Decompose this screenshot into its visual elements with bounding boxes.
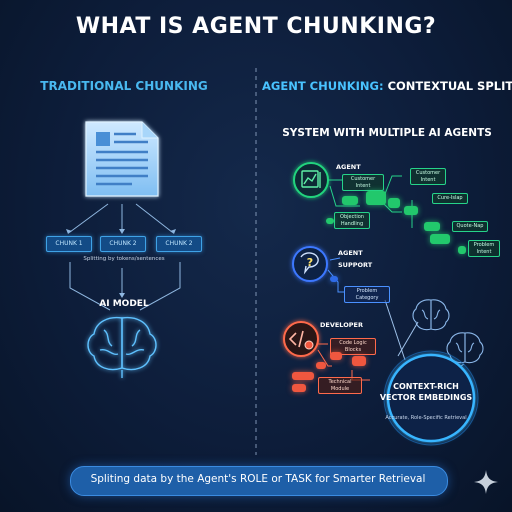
tag-side: Quote-Nap [452, 221, 488, 232]
chunk-box: CHUNK 1 [46, 236, 92, 252]
chunk-block [292, 372, 314, 380]
chart-icon [301, 170, 321, 188]
tag-objection-handling: Objection Handling [334, 212, 370, 229]
context-subtitle: Accurate, Role-Specific Retrieval [385, 415, 467, 421]
chunk-block [458, 246, 466, 254]
code-icon [288, 330, 304, 348]
agent-chunking-heading-part1: AGENT CHUNKING: [262, 79, 384, 93]
chunk-block [292, 384, 306, 392]
tag-code-logic-blocks: Code Logic Blocks [330, 338, 376, 355]
chunk-block [404, 206, 418, 215]
chunk-block [352, 356, 366, 366]
svg-text:?: ? [307, 256, 313, 269]
system-heading: SYSTEM WITH MULTIPLE AI AGENTS [282, 127, 492, 139]
agent-label: SUPPORT [338, 261, 373, 269]
chunk-box: CHUNK 2 [156, 236, 202, 252]
agent-chunking-heading: AGENT CHUNKING: CONTEXTUAL SPLITTING [262, 79, 512, 93]
context-circle [386, 353, 476, 443]
chunk-block [366, 191, 386, 205]
ai-model-label: AI MODEL [99, 299, 149, 309]
brain-icon [412, 299, 450, 331]
tag-problem-category: Problem Category [344, 286, 390, 303]
page-title: WHAT IS AGENT CHUNKING? [75, 14, 437, 39]
brain-icon [446, 332, 484, 364]
tag-technical-module: Technical Module [318, 377, 362, 394]
agent-label: AGENT [338, 249, 363, 257]
agent-label: DEVELOPER [320, 321, 363, 329]
context-title: CONTEXT-RICH VECTOR EMBEDINGS [379, 382, 473, 402]
tag-customer-intent: Customer Intent [342, 174, 384, 191]
traditional-chunking-heading: TRADITIONAL CHUNKING [40, 79, 208, 93]
chunk-block [388, 198, 400, 208]
agent-blue-cluster: ? [292, 246, 344, 293]
tag-side: Customer Intent [410, 168, 446, 185]
split-arrows [69, 203, 181, 311]
brain-icon [87, 316, 157, 378]
agent-orange-cluster [283, 321, 370, 381]
chunk-block [424, 222, 440, 231]
tag-side: Problem Intent [468, 240, 500, 257]
document-icon [85, 121, 159, 197]
agent-chunking-heading-part2: CONTEXTUAL SPLITTING [387, 79, 512, 93]
agent-label: AGENT [336, 163, 361, 171]
agent-green-cluster [293, 162, 413, 228]
chunk-block [326, 218, 334, 224]
chunk-box: CHUNK 2 [100, 236, 146, 252]
sparkle-icon [474, 470, 498, 494]
chunk-block [430, 234, 450, 244]
chunk-block [316, 362, 326, 369]
split-note: Splitting by tokens/sentences [83, 256, 165, 262]
chunk-block [330, 276, 338, 282]
chunk-block [330, 352, 342, 360]
tag-side: Cure-Islap [432, 193, 468, 204]
question-icon [300, 252, 319, 275]
footer-text: Spliting data by the Agent's ROLE or TAS… [90, 473, 426, 485]
footer-bar [70, 466, 448, 496]
chunk-block [342, 196, 358, 205]
